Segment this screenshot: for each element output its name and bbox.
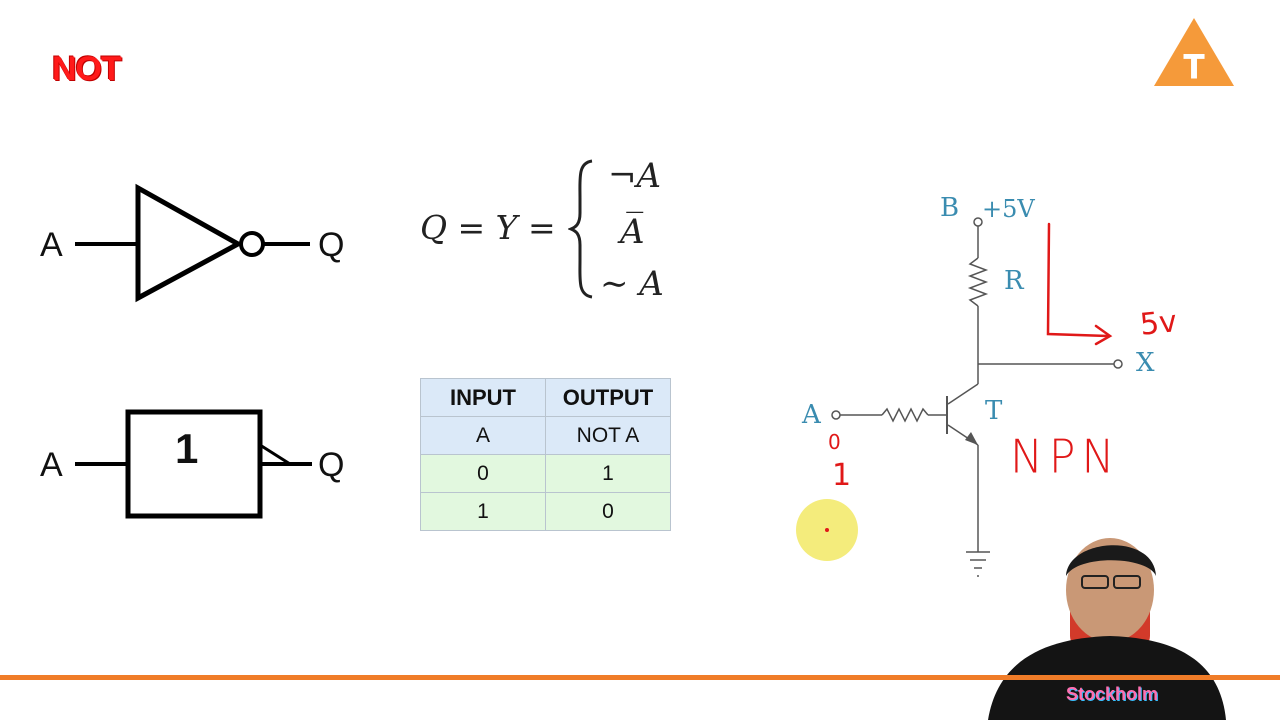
truth-table-header-row: INPUT OUTPUT — [420, 378, 671, 417]
hand-drawn-arrow — [1046, 222, 1113, 346]
transistor-label: T — [985, 396, 1003, 426]
ansi-output-label: Q — [318, 226, 345, 264]
equation-case-tilde: ∼ A — [600, 264, 664, 304]
equation-case-overline: A̅ — [620, 212, 645, 252]
slide-title: NOT — [52, 50, 122, 88]
handwritten-input-0: 0 — [828, 430, 841, 454]
table-cell: 0 — [420, 454, 546, 493]
supply-voltage-label: +5V — [982, 195, 1035, 223]
supply-node-label: B — [940, 193, 960, 223]
cursor-dot — [825, 528, 829, 532]
shirt-text: Stockholm — [1066, 684, 1159, 704]
logo-letter: T — [1184, 48, 1205, 86]
table-row: 1 0 — [420, 492, 671, 531]
subheader-input: A — [420, 416, 546, 455]
ansi-not-gate-symbol — [75, 183, 310, 303]
bottom-accent-line — [0, 675, 1280, 680]
table-row: 0 1 — [420, 454, 671, 493]
handwritten-transistor-type: NPN — [1010, 430, 1121, 485]
iec-not-gate-symbol — [75, 409, 312, 519]
subheader-output: NOT A — [545, 416, 671, 455]
resistor-label: R — [1004, 266, 1024, 296]
iec-output-label: Q — [318, 446, 345, 484]
output-label: X — [1136, 348, 1155, 378]
input-label: A — [802, 400, 821, 430]
iec-input-label: A — [40, 446, 63, 484]
transistor-circuit-diagram — [831, 217, 1123, 577]
equation-case-negation: ¬A — [608, 156, 662, 196]
truth-table-subheader-row: A NOT A — [420, 416, 671, 455]
truth-table: INPUT OUTPUT A NOT A 0 1 1 0 — [420, 378, 671, 531]
table-cell: 1 — [545, 454, 671, 493]
handwritten-voltage: 5v — [1138, 304, 1179, 343]
table-cell: 1 — [420, 492, 546, 531]
equation-lhs: Q = Y = — [420, 208, 556, 247]
handwritten-input-1: 1 — [832, 458, 852, 493]
equation-brace — [568, 159, 593, 299]
table-cell: 0 — [545, 492, 671, 531]
header-input: INPUT — [420, 378, 546, 417]
cursor-highlight — [796, 499, 858, 561]
ansi-input-label: A — [40, 226, 63, 264]
header-output: OUTPUT — [545, 378, 671, 417]
iec-box-text: 1 — [175, 425, 199, 472]
channel-logo: T — [1154, 18, 1234, 86]
